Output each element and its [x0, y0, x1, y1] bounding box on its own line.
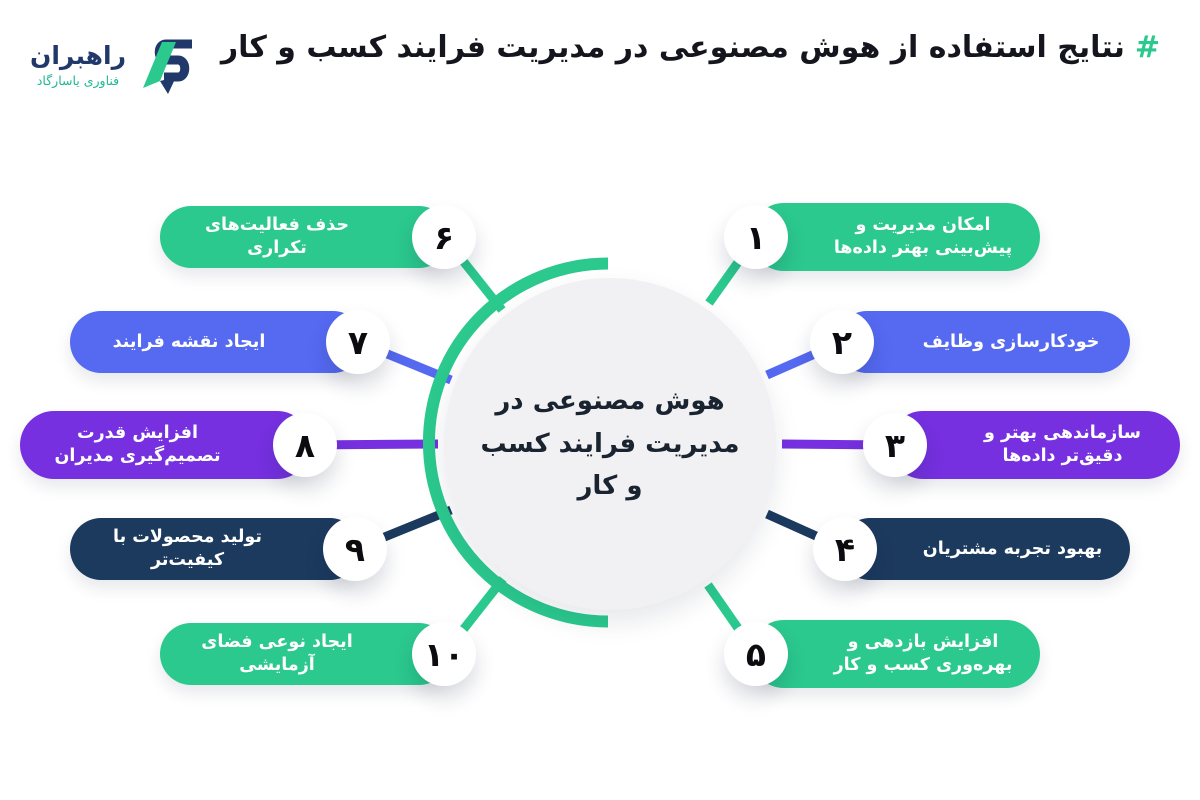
- brand-text: راهبران فناوری یاسارگاد: [30, 42, 126, 88]
- benefit-label-1: امکان مدیریت و پیش‌بینی بهتر داده‌ها: [833, 215, 1013, 258]
- benefit-label-8: افزایش قدرت تصمیم‌گیری مدیران: [54, 423, 221, 466]
- benefit-label-5: افزایش بازدهی و بهره‌وری کسب و کار: [833, 632, 1013, 675]
- brand-name: راهبران: [30, 41, 126, 71]
- step-number-3: ۳: [863, 413, 927, 477]
- title-text: نتایج استفاده از هوش مصنوعی در مدیریت فر…: [220, 30, 1125, 65]
- benefit-label-4: بهبود تجربه مشتریان: [922, 538, 1103, 559]
- benefit-pill-9: تولید محصولات با کیفیت‌تر: [70, 518, 361, 580]
- benefit-label-9: تولید محصولات با کیفیت‌تر: [113, 527, 262, 570]
- rs-logomark-icon: [142, 39, 192, 94]
- step-number-5: ۵: [724, 622, 788, 686]
- center-circle: هوش مصنوعی در مدیریت فرایند کسب و کار: [444, 278, 776, 610]
- step-number-7: ۷: [326, 310, 390, 374]
- step-number-10: ۱۰: [412, 622, 476, 686]
- step-number-6: ۶: [412, 205, 476, 269]
- benefit-pill-1: امکان مدیریت و پیش‌بینی بهتر داده‌ها: [750, 203, 1040, 271]
- brand-subtitle: فناوری یاسارگاد: [36, 72, 120, 88]
- benefit-label-2: خودکارسازی وظایف: [922, 331, 1100, 352]
- benefit-pill-2: خودکارسازی وظایف: [836, 311, 1130, 373]
- step-number-9: ۹: [323, 517, 387, 581]
- step-number-2: ۲: [810, 310, 874, 374]
- benefit-label-10: ایجاد نوعی فضای آزمایشی: [201, 632, 353, 675]
- benefit-label-7: ایجاد نقشه فرایند: [112, 331, 266, 352]
- benefit-pill-10: ایجاد نوعی فضای آزمایشی: [160, 623, 450, 685]
- benefit-pill-8: افزایش قدرت تصمیم‌گیری مدیران: [20, 411, 311, 479]
- title-hash: #: [1134, 30, 1160, 65]
- benefit-pill-3: سازماندهی بهتر و دقیق‌تر داده‌ها: [889, 411, 1180, 479]
- step-number-1: ۱: [724, 205, 788, 269]
- benefit-pill-4: بهبود تجربه مشتریان: [839, 518, 1130, 580]
- benefit-pill-5: افزایش بازدهی و بهره‌وری کسب و کار: [750, 620, 1040, 688]
- step-number-8: ۸: [273, 413, 337, 477]
- center-label: هوش مصنوعی در مدیریت فرایند کسب و کار: [480, 385, 740, 502]
- benefit-pill-6: حذف فعالیت‌های تکراری: [160, 206, 450, 268]
- benefit-pill-7: ایجاد نقشه فرایند: [70, 311, 364, 373]
- benefit-label-6: حذف فعالیت‌های تکراری: [204, 215, 350, 258]
- benefit-label-3: سازماندهی بهتر و دقیق‌تر داده‌ها: [984, 423, 1141, 466]
- step-number-4: ۴: [813, 517, 877, 581]
- center-ring-arc: [423, 257, 609, 628]
- brand-logo: راهبران فناوری یاسارگاد: [30, 36, 197, 94]
- page-title: # نتایج استفاده از هوش مصنوعی در مدیریت ف…: [221, 30, 1160, 65]
